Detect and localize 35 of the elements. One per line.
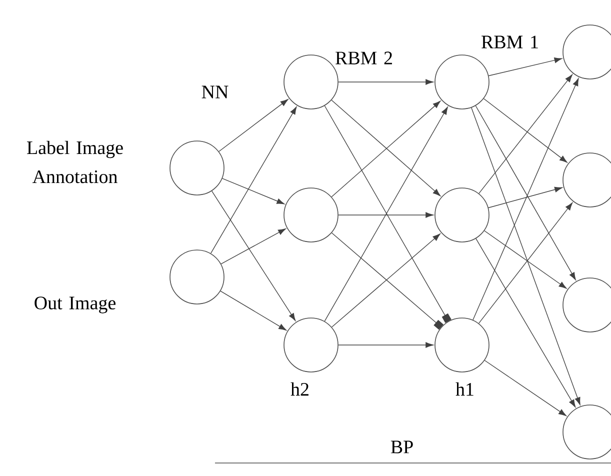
layer-label: BP [390, 440, 413, 454]
neuron-circle [434, 188, 490, 242]
arrow [220, 290, 286, 330]
arrow [218, 99, 288, 152]
arrow [478, 74, 572, 194]
neuron-circle [284, 188, 338, 242]
arrow [484, 230, 567, 289]
arrow [472, 78, 579, 320]
neuron-circle [170, 250, 224, 304]
arrow [488, 58, 562, 76]
layer-label: RBM 1 [482, 36, 538, 48]
arrow [338, 79, 434, 85]
layer-label: Out Image [34, 296, 116, 314]
neuron-circle [434, 318, 490, 372]
arrow [220, 228, 286, 264]
arrow [475, 105, 576, 280]
arrow [338, 342, 434, 348]
neuron-circle [170, 140, 224, 196]
neuron-circle [284, 318, 338, 372]
arrow [338, 212, 434, 218]
arrow [471, 107, 580, 406]
arrow [476, 238, 576, 408]
arrow [212, 190, 296, 321]
arrow [483, 98, 568, 163]
arrow [210, 106, 297, 254]
arrow [222, 178, 285, 204]
layer-label: h1 [456, 382, 474, 396]
arrow [478, 202, 573, 324]
neuron-circle [434, 54, 490, 110]
arrow [488, 186, 562, 208]
layer-label: h2 [290, 382, 308, 396]
layer-label: RBM 2 [336, 52, 392, 64]
layer-label: Label Image Annotation [27, 140, 123, 184]
layer-label: NN [202, 86, 228, 98]
arrow [484, 360, 566, 416]
